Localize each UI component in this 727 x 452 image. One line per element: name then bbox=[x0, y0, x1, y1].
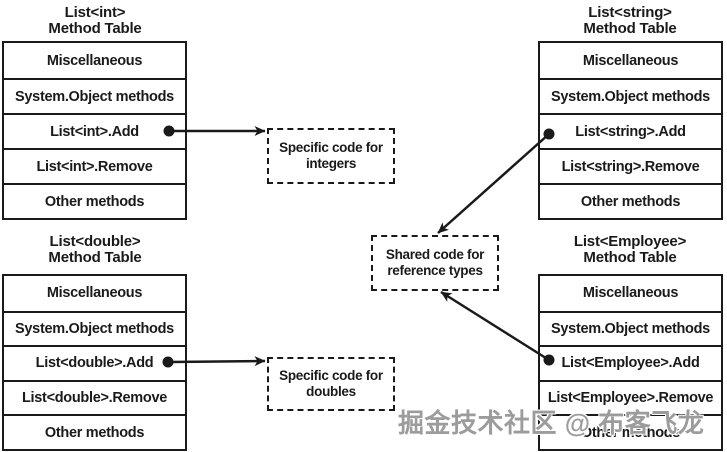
table-row-other: Other methods bbox=[540, 183, 721, 218]
table-row-other: Other methods bbox=[4, 183, 185, 218]
method-table-double: Miscellaneous System.Object methods List… bbox=[2, 274, 187, 451]
table-row-sysobject: System.Object methods bbox=[4, 78, 185, 113]
table-title-string-line2: Method Table bbox=[583, 20, 677, 37]
watermark-text: 掘金技术社区 @ 布客飞龙 bbox=[398, 408, 705, 438]
code-box-specific-integers-line1: Specific code for bbox=[279, 140, 383, 155]
table-title-int: List<int> Method Table bbox=[15, 5, 175, 37]
code-box-shared-reference-line1: Shared code for bbox=[385, 247, 485, 262]
table-row-misc: Miscellaneous bbox=[46, 52, 143, 69]
table-title-string: List<string> Method Table bbox=[550, 5, 710, 37]
table-row-other: Other methods bbox=[4, 414, 185, 449]
table-title-employee-line2: Method Table bbox=[583, 249, 677, 266]
code-box-specific-integers-line2: integers bbox=[305, 156, 357, 171]
code-box-specific-doubles: Specific code for doubles bbox=[267, 357, 395, 411]
method-table-int: Miscellaneous System.Object methods List… bbox=[2, 41, 187, 220]
table-row-sysobject: System.Object methods bbox=[540, 78, 721, 113]
table-title-double-line2: Method Table bbox=[48, 249, 142, 266]
table-title-double: List<double> Method Table bbox=[15, 234, 175, 266]
table-title-employee-line1: List<Employee> bbox=[573, 233, 687, 250]
table-title-int-line1: List<int> bbox=[64, 4, 126, 21]
table-row-add: List<Employee>.Add bbox=[540, 345, 721, 380]
table-title-double-line1: List<double> bbox=[49, 233, 141, 250]
table-row-remove: List<Employee>.Remove bbox=[540, 379, 721, 415]
code-box-shared-reference: Shared code for reference types bbox=[371, 235, 499, 291]
arrow-employee-add-to-shared-code bbox=[440, 290, 550, 362]
table-title-int-line2: Method Table bbox=[48, 20, 142, 37]
table-row-sysobject: System.Object methods bbox=[540, 310, 721, 346]
method-table-string: Miscellaneous System.Object methods List… bbox=[538, 41, 723, 220]
table-title-employee: List<Employee> Method Table bbox=[545, 234, 715, 266]
table-row-add: List<double>.Add bbox=[4, 345, 185, 380]
table-row-remove: List<int>.Remove bbox=[4, 148, 185, 183]
code-box-specific-integers: Specific code for integers bbox=[267, 128, 395, 184]
table-row-remove: List<string>.Remove bbox=[540, 148, 721, 183]
code-box-specific-doubles-line1: Specific code for bbox=[279, 368, 383, 383]
table-row-misc: Miscellaneous bbox=[582, 285, 679, 302]
table-row-add: List<int>.Add bbox=[4, 113, 185, 148]
table-row-sysobject: System.Object methods bbox=[4, 310, 185, 346]
arrow-string-add-to-shared-code bbox=[437, 133, 550, 234]
method-table-employee: Miscellaneous System.Object methods List… bbox=[538, 274, 723, 451]
table-title-string-line1: List<string> bbox=[588, 4, 672, 21]
code-box-specific-doubles-line2: doubles bbox=[306, 384, 356, 399]
table-row-misc: Miscellaneous bbox=[46, 285, 143, 302]
table-row-add: List<string>.Add bbox=[540, 113, 721, 148]
table-row-other: Other methods bbox=[540, 414, 721, 449]
table-row-remove: List<double>.Remove bbox=[4, 379, 185, 415]
code-box-shared-reference-line2: reference types bbox=[387, 263, 483, 278]
table-row-misc: Miscellaneous bbox=[582, 52, 679, 69]
